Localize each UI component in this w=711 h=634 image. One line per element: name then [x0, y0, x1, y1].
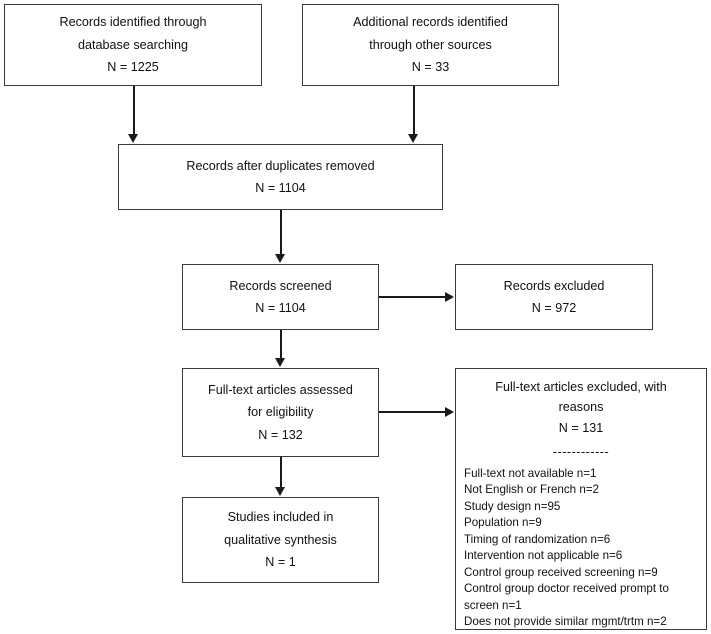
node-line: Records excluded [503, 278, 605, 293]
dashed-separator: ------------ [552, 445, 610, 460]
node-line: reasons [558, 400, 604, 415]
exclusion-reason-item: Control group doctor received prompt to … [464, 582, 669, 612]
node-line: through other sources [369, 37, 492, 52]
connector-duplicates-to-screened [280, 210, 282, 255]
node-line: qualitative synthesis [224, 532, 337, 547]
exclusion-reason-item: Population n=9 [464, 516, 542, 530]
arrowhead-fulltext-to-included [275, 487, 286, 496]
exclusion-reason-item: Timing of randomization n=6 [464, 532, 611, 546]
node-line: Full-text articles excluded, with [495, 380, 667, 394]
arrowhead-duplicates-to-screened [275, 254, 286, 263]
arrowhead-db-to-duplicates [128, 134, 139, 143]
exclusion-reason-item: Full-text not available n=1 [464, 467, 597, 481]
arrowhead-screened-to-excluded [445, 292, 454, 302]
node-studies-included-qualitative-synthesis: Studies included in qualitative synthesi… [182, 497, 379, 583]
connector-db-to-duplicates [133, 86, 135, 135]
exclusion-reason-item: Does not provide similar mgmt/trtm n=2 [464, 615, 667, 629]
node-count: N = 1 [265, 555, 296, 570]
node-count: N = 132 [258, 427, 303, 442]
node-records-after-duplicates-removed: Records after duplicates removed N = 110… [118, 144, 443, 210]
exclusion-reason-item: Not English or French n=2 [464, 483, 600, 497]
exclusion-reason-item: Intervention not applicable n=6 [464, 549, 623, 563]
node-line: Full-text articles assessed [208, 382, 353, 397]
node-line: database searching [78, 37, 188, 52]
node-line: Records identified through [59, 15, 207, 30]
node-count: N = 1104 [255, 301, 306, 315]
node-fulltext-articles-assessed: Full-text articles assessed for eligibil… [182, 368, 379, 457]
connector-fulltext-to-excluded [379, 411, 446, 413]
node-line: for eligibility [247, 405, 314, 420]
arrowhead-screened-to-fulltext [275, 358, 286, 367]
node-line: Records after duplicates removed [186, 158, 375, 173]
node-records-identified-database: Records identified through database sear… [4, 4, 262, 86]
node-count: N = 1104 [255, 181, 306, 195]
node-line: Studies included in [227, 510, 334, 525]
connector-screened-to-fulltext [280, 330, 282, 359]
arrowhead-other-to-duplicates [408, 134, 419, 143]
node-fulltext-articles-excluded-with-reasons: Full-text articles excluded, with reason… [455, 368, 707, 630]
node-additional-records-other-sources: Additional records identified through ot… [302, 4, 559, 86]
node-records-screened: Records screened N = 1104 [182, 264, 379, 330]
node-count: N = 33 [411, 60, 450, 75]
node-count: N = 972 [531, 301, 577, 315]
connector-other-to-duplicates [413, 86, 415, 135]
arrowhead-fulltext-to-excluded [445, 407, 454, 417]
node-line: Records screened [229, 278, 332, 293]
node-count: N = 131 [558, 420, 604, 435]
excluded-header: Full-text articles excluded, with reason… [456, 369, 706, 438]
node-records-excluded: Records excluded N = 972 [455, 264, 653, 330]
connector-fulltext-to-included [280, 457, 282, 488]
node-line: Additional records identified [353, 15, 508, 30]
node-count: N = 1225 [107, 60, 159, 75]
connector-screened-to-excluded [379, 296, 446, 298]
exclusion-reason-item: Study design n=95 [464, 499, 561, 513]
exclusion-reason-item: Control group received screening n=9 [464, 565, 658, 579]
